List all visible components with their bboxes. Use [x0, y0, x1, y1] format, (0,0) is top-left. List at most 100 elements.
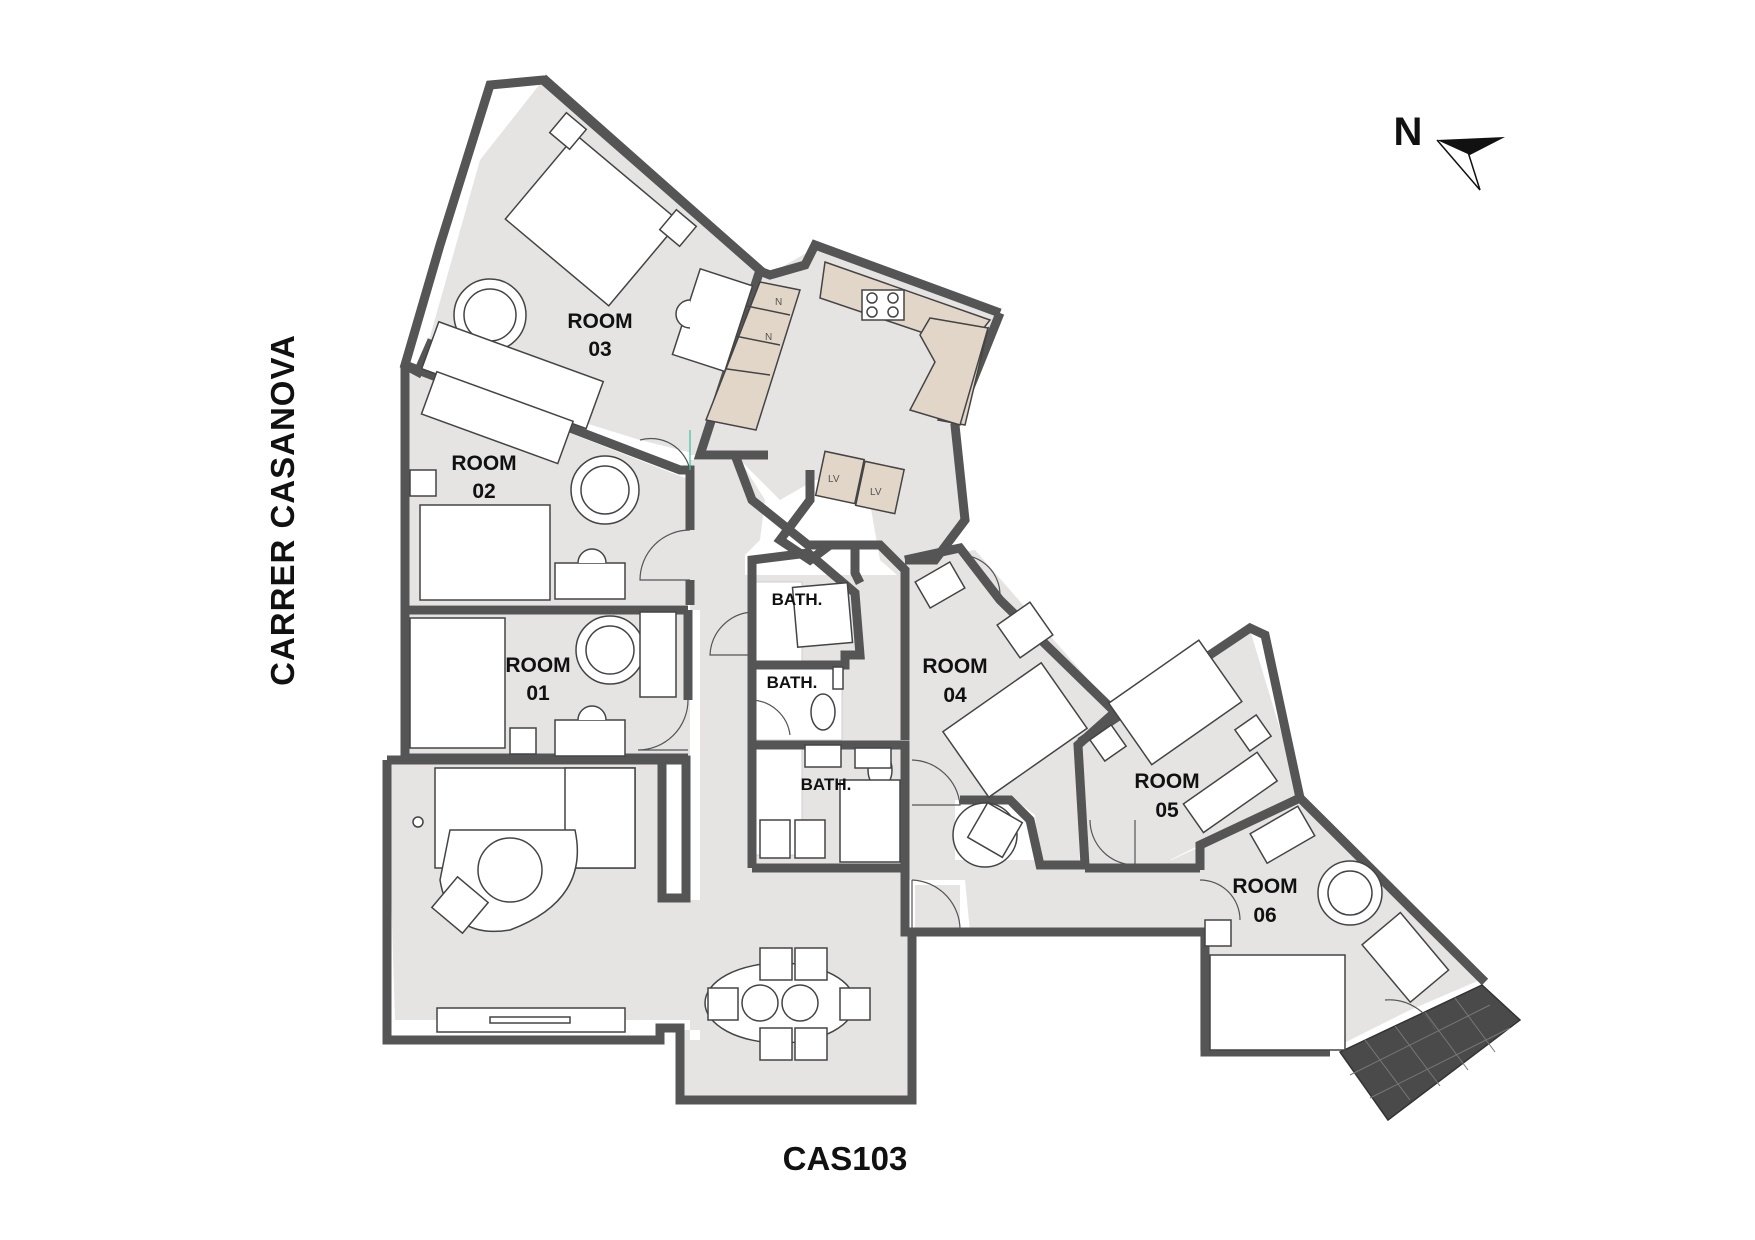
burner-icon: [887, 292, 899, 304]
room-03-top-wall: [540, 74, 1002, 318]
bath-2-door: [751, 699, 791, 736]
washer-mark-1: LV: [828, 474, 840, 485]
dining-chair: [794, 947, 828, 981]
living-pillar: [657, 755, 691, 903]
fridge-mark-2: N: [765, 332, 772, 343]
room-05-nightstand: [1233, 713, 1273, 753]
room-04-nightstand: [996, 601, 1054, 659]
bath-block-wall: [747, 548, 865, 868]
bath-1-door: [709, 611, 753, 656]
dining-chair: [741, 984, 779, 1022]
corridor-pillar: [773, 470, 910, 740]
room-labels: ROOM 03 ROOM 02 ROOM 01 ROOM 04 ROOM 05 …: [451, 310, 1297, 927]
room-02-wardrobe: [420, 370, 575, 465]
room-03-label-2: 03: [588, 338, 611, 361]
sink-icon: [832, 666, 844, 690]
room-01-door: [637, 699, 689, 751]
street-label: CARRER CASANOVA: [264, 334, 301, 686]
sink-2-icon: [804, 744, 842, 768]
room-06-desk: [1249, 805, 1316, 865]
room-05-bed: [1107, 639, 1243, 766]
room-01-armchair-seat: [585, 625, 635, 675]
toilet-2-tank: [854, 747, 892, 769]
room-04-label-2: 04: [943, 684, 967, 707]
room-02-armchair-seat: [580, 465, 630, 515]
room-04-desk: [914, 560, 966, 610]
room-02-label-2: 02: [472, 480, 495, 503]
shower-3: [839, 779, 901, 863]
room-01-label-1: ROOM: [505, 654, 570, 677]
furniture: [409, 111, 1450, 1061]
room-06-label-1: ROOM: [1232, 875, 1297, 898]
dining-chair: [839, 987, 871, 1021]
room-02-label-1: ROOM: [451, 452, 516, 475]
room-02-bed: [419, 504, 551, 601]
tv-icon: [489, 1016, 571, 1024]
room-04-label-1: ROOM: [922, 655, 987, 678]
room-03-bed: [504, 133, 681, 307]
fridge-mark-1: N: [775, 297, 782, 308]
room-06-armchair-seat: [1327, 870, 1373, 916]
room-05-desk: [1182, 751, 1279, 834]
room-02-nightstand: [409, 469, 437, 497]
dining-chair: [759, 1027, 793, 1061]
dining-chair: [759, 947, 793, 981]
room-02-chair: [577, 548, 607, 564]
room-06-lower-wall: [1200, 932, 1330, 1057]
doors: [637, 430, 1436, 1031]
entrance-door: [911, 879, 961, 933]
room-03-label-1: ROOM: [567, 310, 632, 333]
washer-2: [854, 460, 906, 515]
room-04-chair: [966, 801, 1024, 859]
room-01-nightstand: [509, 727, 537, 755]
room-04-wall: [904, 542, 1122, 870]
washer-1: [814, 450, 866, 505]
shelf-icon: [794, 819, 826, 859]
north-compass: N: [1394, 110, 1505, 191]
plan-code: CAS103: [783, 1140, 908, 1177]
room-05-label-1: ROOM: [1134, 770, 1199, 793]
tv-unit: [436, 1007, 626, 1033]
north-arrow-icon: [1437, 137, 1505, 155]
kitchen-counter-corner: [908, 317, 989, 426]
room-01-desk: [554, 719, 626, 757]
burner-icon: [866, 292, 878, 304]
room-06-nightstand: [1204, 919, 1232, 947]
room-05-nightstand: [1088, 723, 1128, 763]
bath-2-label: BATH.: [767, 673, 818, 692]
room-02-door: [639, 529, 691, 581]
living-armchair: [430, 875, 490, 935]
room-04-door: [911, 759, 961, 806]
room-06-door: [1199, 879, 1241, 921]
kitchen: N N LV LV: [704, 260, 992, 515]
bath-1-label: BATH.: [772, 590, 823, 609]
toilet-icon: [810, 693, 836, 731]
room-06-wardrobe: [1361, 911, 1450, 1004]
shower-1: [791, 581, 854, 649]
room-03-door: [639, 437, 691, 471]
room-05-door: [1089, 819, 1136, 866]
washer-mark-2: LV: [870, 487, 882, 498]
north-label: N: [1394, 110, 1423, 154]
living-outer-wall: [382, 760, 917, 1105]
room-06-wall: [1296, 794, 1489, 986]
room-05-wall: [1077, 622, 1306, 870]
room-06-bed: [1209, 954, 1346, 1051]
burner-icon: [866, 306, 878, 318]
room-05-floor: [1080, 630, 1300, 870]
room-05-label-2: 05: [1155, 799, 1179, 822]
kitchen-counter-left: [704, 281, 801, 431]
dining-chair: [781, 984, 819, 1022]
room-01-wardrobe: [639, 611, 677, 698]
room-04-bed: [941, 661, 1089, 799]
shelf-icon: [759, 819, 791, 859]
burner-icon: [887, 306, 899, 318]
room-01-label-2: 01: [526, 682, 550, 705]
lower-corridor-floor: [905, 860, 1205, 932]
room-04-bottom-wall: [900, 870, 975, 937]
corridor-floor: [690, 460, 905, 932]
dining-chair: [794, 1027, 828, 1061]
floor-lamp-icon: [412, 816, 424, 828]
bath-3-label: BATH.: [801, 775, 852, 794]
room-06-label-2: 06: [1253, 904, 1276, 927]
